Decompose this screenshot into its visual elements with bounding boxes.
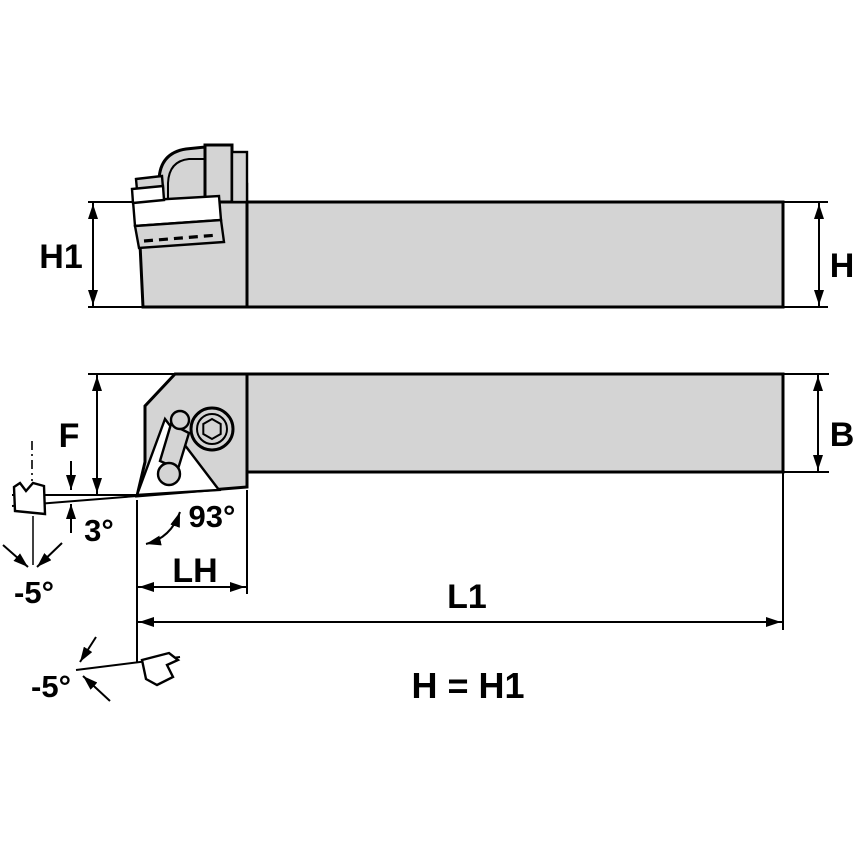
clamp-nose xyxy=(156,461,182,487)
shim-side-view xyxy=(133,218,226,250)
plan-view: 3° 93° F -5° xyxy=(2,372,854,704)
clamp-screw-block xyxy=(203,143,234,204)
front-rake-arrow-right xyxy=(36,542,63,568)
clamp-screw-ring xyxy=(196,413,228,445)
dim-label-h: H xyxy=(830,247,854,285)
insert-front-profile xyxy=(12,481,47,516)
lead-angle-callout: 93° xyxy=(145,499,236,546)
dim-label-lh: LH xyxy=(172,552,217,590)
dim-label-l1: L1 xyxy=(447,578,487,616)
lh-dimension: LH xyxy=(136,490,248,662)
clamp-arch-side-view xyxy=(157,145,207,204)
front-rake-arrow-left xyxy=(2,544,29,568)
l1-dimension: L1 xyxy=(137,472,784,630)
shank-plan-view xyxy=(245,372,785,474)
shim-serration-line xyxy=(143,233,219,243)
side-rake-arrow-upper xyxy=(79,636,97,663)
clamp-rear-step xyxy=(230,150,249,204)
hex-socket xyxy=(202,417,222,441)
clamp-arch-inner-line xyxy=(167,158,205,202)
side-rake-callout: -5° xyxy=(31,636,181,704)
b-dimension: B xyxy=(783,373,854,473)
lead-angle-arc xyxy=(145,511,181,546)
h-dimension: H xyxy=(783,201,854,308)
h1-dimension: H1 xyxy=(39,201,143,308)
angle-label-neg5-side: -5° xyxy=(31,669,71,704)
insert-side-profile xyxy=(140,651,181,687)
note-h-equals-h1: H = H1 xyxy=(411,665,524,706)
insert-nose-lower xyxy=(130,184,166,205)
f-dimension: F xyxy=(59,373,177,495)
dim-label-h1: H1 xyxy=(39,238,82,276)
angle-label-neg5-front: -5° xyxy=(14,575,54,610)
front-rake-callout: -5° xyxy=(2,441,63,610)
dim-label-b: B xyxy=(830,416,854,454)
angle-label-3deg: 3° xyxy=(84,513,114,548)
clamp-pivot xyxy=(169,409,191,431)
side-elevation-view: H1 H xyxy=(39,143,854,309)
dim-label-f: F xyxy=(59,417,80,455)
shank-side-view xyxy=(245,200,785,309)
angle-label-93deg: 93° xyxy=(189,499,236,534)
side-rake-arrow-lower xyxy=(82,675,111,702)
back-angle-callout: 3° xyxy=(66,461,114,548)
